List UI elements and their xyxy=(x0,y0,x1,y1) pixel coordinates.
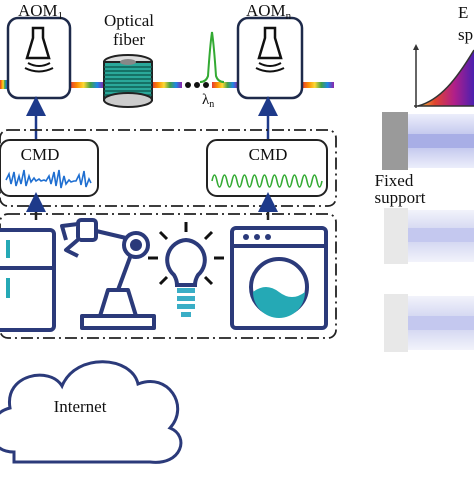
dot-3 xyxy=(203,82,209,88)
beam-block-top xyxy=(382,112,474,170)
optical-fiber-label-line1: Optical xyxy=(104,11,154,30)
top-right-label-2: sp xyxy=(458,25,473,44)
cmd-left-module: CMD xyxy=(0,140,98,196)
aom-n-label: AOMn xyxy=(246,1,292,22)
rainbow-beam-mid xyxy=(70,82,104,88)
rainbow-beam-out xyxy=(302,82,334,88)
optical-fiber-label-line2: fiber xyxy=(113,30,145,49)
rainbow-beam-right xyxy=(212,82,238,88)
lambda-label: λn xyxy=(202,92,214,110)
spectrum-wedge-icon xyxy=(413,44,474,108)
dot-1 xyxy=(185,82,191,88)
washing-machine-icon xyxy=(232,228,326,328)
top-right-label-1: E xyxy=(458,3,468,22)
internet-label: Internet xyxy=(54,397,107,416)
dot-2 xyxy=(194,82,200,88)
beam-block-bottom xyxy=(384,294,474,352)
cmd-right-module: CMD xyxy=(207,140,327,196)
cmd-left-label: CMD xyxy=(21,145,60,164)
refrigerator-icon xyxy=(0,230,54,330)
aom-1-module: AOM1 xyxy=(8,1,70,98)
fixed-support-label-2: support xyxy=(375,188,426,207)
light-bulb-icon xyxy=(148,222,224,317)
spectral-peak-icon xyxy=(200,32,224,82)
right-panel: E sp Fixed support xyxy=(375,3,474,352)
beam-block-middle xyxy=(384,208,474,264)
robot-arm-icon xyxy=(62,220,154,328)
aom-1-label: AOM1 xyxy=(18,1,63,22)
rainbow-beam-to-dots xyxy=(152,82,182,88)
aom-n-module: AOMn xyxy=(238,1,302,98)
cmd-right-label: CMD xyxy=(249,145,288,164)
fiber-spool-icon xyxy=(104,55,152,107)
